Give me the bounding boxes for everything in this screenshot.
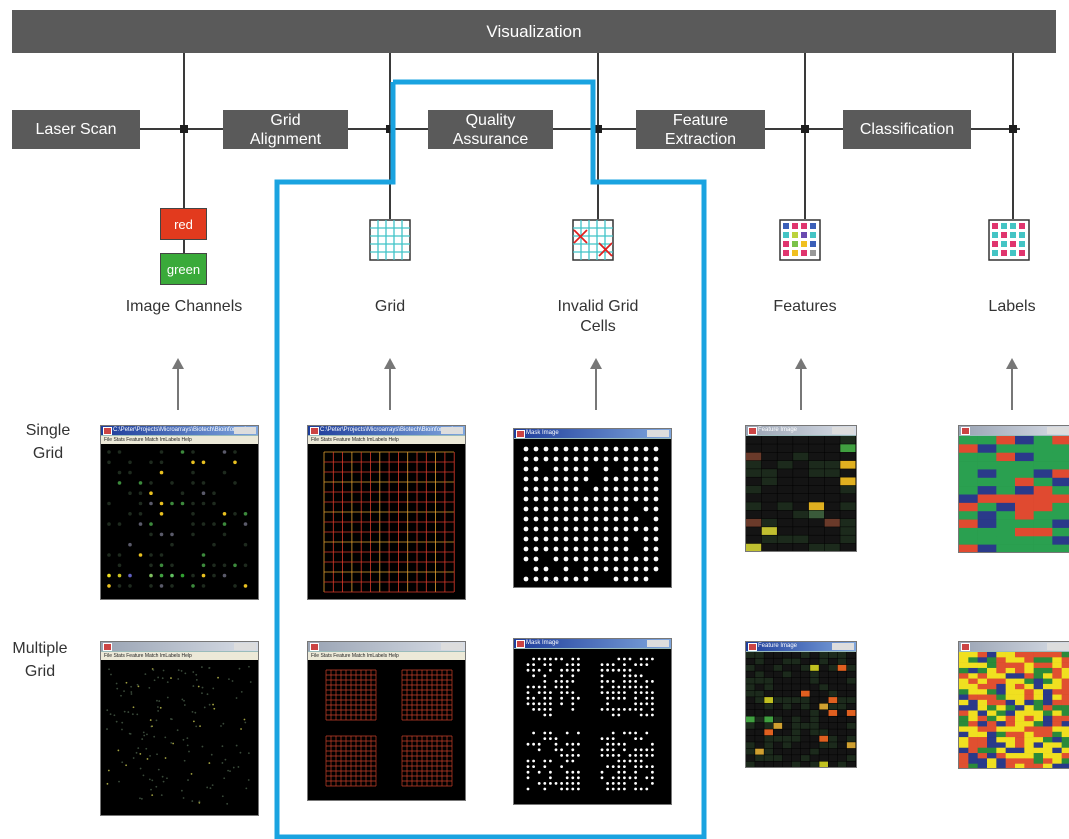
window-title: C:\Peter\Projects\Microarrays\Biotech\Bi… — [320, 427, 460, 433]
arrow-shaft — [800, 368, 802, 410]
window-multi-mask: Mask Image — [513, 638, 672, 805]
window-title: Feature Image — [758, 643, 798, 649]
window-menubar: File Stats Feature Match ImLabels Help — [308, 652, 465, 660]
window-multi-labels — [958, 641, 1069, 769]
output-label-image-channels: Image Channels — [125, 298, 243, 315]
arrow-shaft — [389, 368, 391, 410]
row-label-multiple-grid: Multiple Grid — [5, 637, 75, 683]
labels-icon — [988, 219, 1030, 261]
window-menubar: File Stats Feature Match ImLabels Help — [101, 652, 258, 660]
connector — [804, 133, 806, 219]
connector — [183, 133, 185, 208]
multi-scan-image — [106, 665, 252, 805]
multi-labels-image — [959, 652, 1069, 768]
stage-label: Classification — [859, 121, 955, 138]
window-titlebar: C:\Peter\Projects\Microarrays\Biotech\Bi… — [308, 426, 465, 436]
connector — [1012, 133, 1014, 219]
stage-label: Quality Assurance — [452, 111, 529, 148]
window-titlebar — [959, 426, 1069, 436]
window-single-mask: Mask Image — [513, 428, 672, 588]
visualization-label: Visualization — [486, 21, 582, 41]
stage-classification: Classification — [843, 110, 971, 149]
scan-image — [107, 450, 248, 588]
junction-node — [386, 125, 394, 133]
arrow-shaft — [1011, 368, 1013, 410]
labels-image — [959, 436, 1069, 552]
up-arrow-icon — [172, 358, 184, 369]
window-titlebar — [101, 642, 258, 652]
multi-mask-image — [526, 657, 654, 791]
connector — [183, 240, 185, 253]
stage-feature-extraction: Feature Extraction — [636, 110, 765, 149]
grid-icon — [369, 219, 411, 261]
window-multi-features: Feature Image — [745, 641, 857, 768]
window-menubar: File Stats Feature Match ImLabels Help — [101, 436, 258, 444]
junction-node — [1009, 125, 1017, 133]
multi-grid-image — [308, 660, 465, 800]
channel-red-label: red — [174, 216, 193, 232]
junction-node — [180, 125, 188, 133]
up-arrow-icon — [795, 358, 807, 369]
pipeline-line — [140, 128, 1020, 130]
window-title: C:\Peter\Projects\Microarrays\Biotech\Bi… — [113, 427, 253, 433]
channel-green-box: green — [160, 253, 207, 285]
window-single-scan: C:\Peter\Projects\Microarrays\Biotech\Bi… — [100, 425, 259, 600]
output-label-features: Features — [773, 298, 837, 315]
connector — [597, 53, 599, 129]
connector — [804, 53, 806, 129]
stage-label: Grid Alignment — [249, 111, 322, 148]
output-label-grid: Grid — [374, 298, 406, 315]
stage-laser-scan: Laser Scan — [12, 110, 140, 149]
row-label-text: Single Grid — [25, 422, 71, 462]
window-single-features: Feature Image — [745, 425, 857, 552]
connector — [1012, 53, 1014, 129]
window-multi-scan: File Stats Feature Match ImLabels Help — [100, 641, 259, 816]
connector — [389, 53, 391, 129]
window-titlebar — [959, 642, 1069, 652]
window-title: Mask Image — [526, 640, 559, 646]
window-menubar: File Stats Feature Match ImLabels Help — [308, 436, 465, 444]
up-arrow-icon — [1006, 358, 1018, 369]
mask-image — [523, 446, 659, 582]
connector — [183, 53, 185, 129]
up-arrow-icon — [384, 358, 396, 369]
window-titlebar: Feature Image — [746, 426, 856, 436]
connector — [597, 133, 599, 219]
feature-image — [746, 436, 856, 551]
window-title: Mask Image — [526, 430, 559, 436]
multi-feature-image — [746, 652, 856, 767]
window-titlebar: Mask Image — [514, 429, 671, 439]
stage-label: Feature Extraction — [664, 111, 737, 148]
up-arrow-icon — [590, 358, 602, 369]
window-titlebar: C:\Peter\Projects\Microarrays\Biotech\Bi… — [101, 426, 258, 436]
stage-quality-assurance: Quality Assurance — [428, 110, 553, 149]
channel-green-label: green — [166, 261, 201, 277]
window-single-grid: C:\Peter\Projects\Microarrays\Biotech\Bi… — [307, 425, 466, 600]
arrow-shaft — [595, 368, 597, 410]
window-single-labels — [958, 425, 1069, 553]
invalid-cells-icon — [572, 219, 614, 261]
output-label-labels: Labels — [988, 298, 1036, 315]
junction-node — [801, 125, 809, 133]
window-title: Feature Image — [758, 427, 798, 433]
stage-grid-alignment: Grid Alignment — [223, 110, 348, 149]
arrow-shaft — [177, 368, 179, 410]
junction-node — [594, 125, 602, 133]
row-label-text: Multiple Grid — [12, 640, 68, 680]
grid-overlay-image — [308, 444, 465, 599]
output-label-invalid-grid-cells: Invalid Grid Cells — [557, 298, 639, 335]
features-icon — [779, 219, 821, 261]
channel-red-box: red — [160, 208, 207, 240]
window-titlebar: Mask Image — [514, 639, 671, 649]
window-multi-grid: File Stats Feature Match ImLabels Help — [307, 641, 466, 801]
window-titlebar — [308, 642, 465, 652]
visualization-bar: Visualization — [12, 10, 1056, 53]
stage-label: Laser Scan — [35, 121, 117, 138]
row-label-single-grid: Single Grid — [13, 419, 83, 465]
connector — [389, 133, 391, 219]
window-titlebar: Feature Image — [746, 642, 856, 652]
